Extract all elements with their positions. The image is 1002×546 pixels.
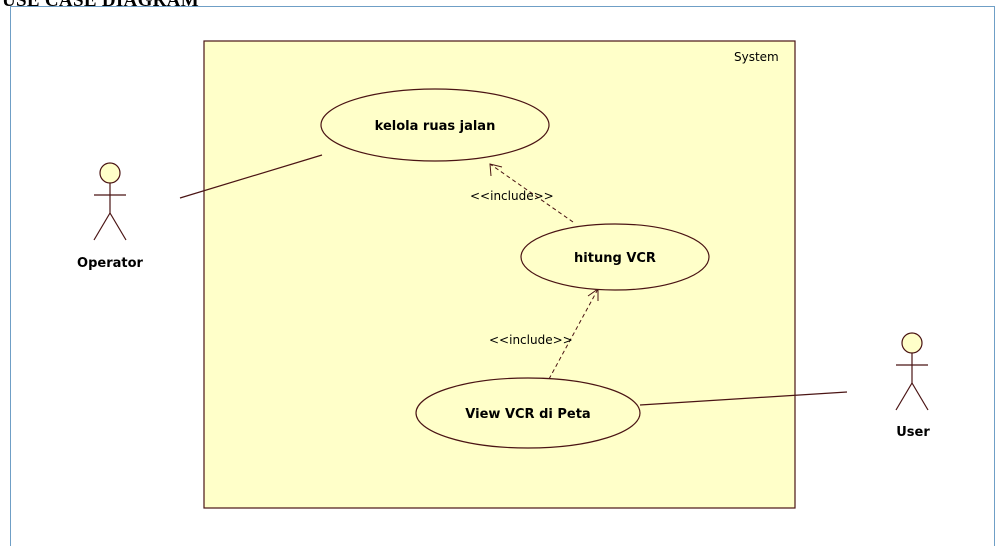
actor-operator[interactable]: Operator [77,162,144,271]
stick-figure-icon [93,162,127,241]
use-case-ellipse [320,88,550,162]
include-arrowhead [489,163,503,177]
use-case-label: kelola ruas jalan [375,119,496,134]
use-case-ellipse [415,377,641,449]
page-heading: USE CASE DIAGRAM [2,0,199,11]
stick-figure-icon [895,332,929,411]
include-line [548,288,599,380]
content-frame [10,6,995,546]
include-dependency-hitung-kelola [489,163,574,223]
use-case-kelola-ruas-jalan[interactable]: kelola ruas jalan [320,88,550,162]
system-label: System [734,50,779,64]
include-line [489,163,574,223]
use-case-label: hitung VCR [574,251,656,266]
actor-user[interactable]: User [895,332,930,440]
actor-label: Operator [77,256,144,271]
include-stereotype-2: <<include>> [489,333,573,347]
use-case-diagram: System <<include>> <<include>> kelola ru… [77,40,930,509]
use-case-ellipse [520,223,710,291]
association-operator-kelola [179,154,323,199]
use-case-view-vcr-di-peta[interactable]: View VCR di Peta [415,377,641,449]
actor-label: User [896,425,930,440]
association-view-user [639,391,848,406]
use-case-hitung-vcr[interactable]: hitung VCR [520,223,710,291]
include-stereotype-1: <<include>> [470,189,554,203]
use-case-label: View VCR di Peta [465,407,590,422]
